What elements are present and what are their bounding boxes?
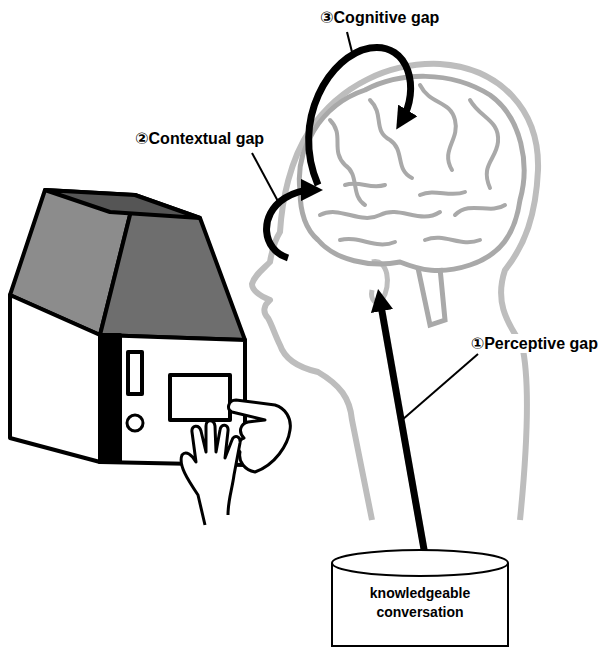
gap-label: ②Contextual gap	[133, 129, 266, 148]
node-text: knowledgeable conversation	[330, 548, 510, 622]
brain-stem	[418, 268, 445, 325]
leader-line	[252, 153, 280, 205]
brain-folds	[320, 85, 505, 244]
leader-line	[347, 32, 352, 52]
cylinder-top	[332, 563, 508, 576]
leader-line	[402, 354, 478, 420]
perceptive-arrow	[380, 300, 428, 572]
head-outline	[252, 64, 538, 520]
open-hand	[181, 421, 240, 525]
contextual-arrow	[267, 190, 312, 258]
gap-label: ①Perceptive gap	[469, 334, 600, 353]
gap-label: ③Cognitive gap	[318, 8, 441, 27]
database-cylinder: knowledgeable conversation	[330, 548, 510, 650]
ear	[372, 262, 388, 303]
cognitive-arrow	[309, 47, 411, 185]
